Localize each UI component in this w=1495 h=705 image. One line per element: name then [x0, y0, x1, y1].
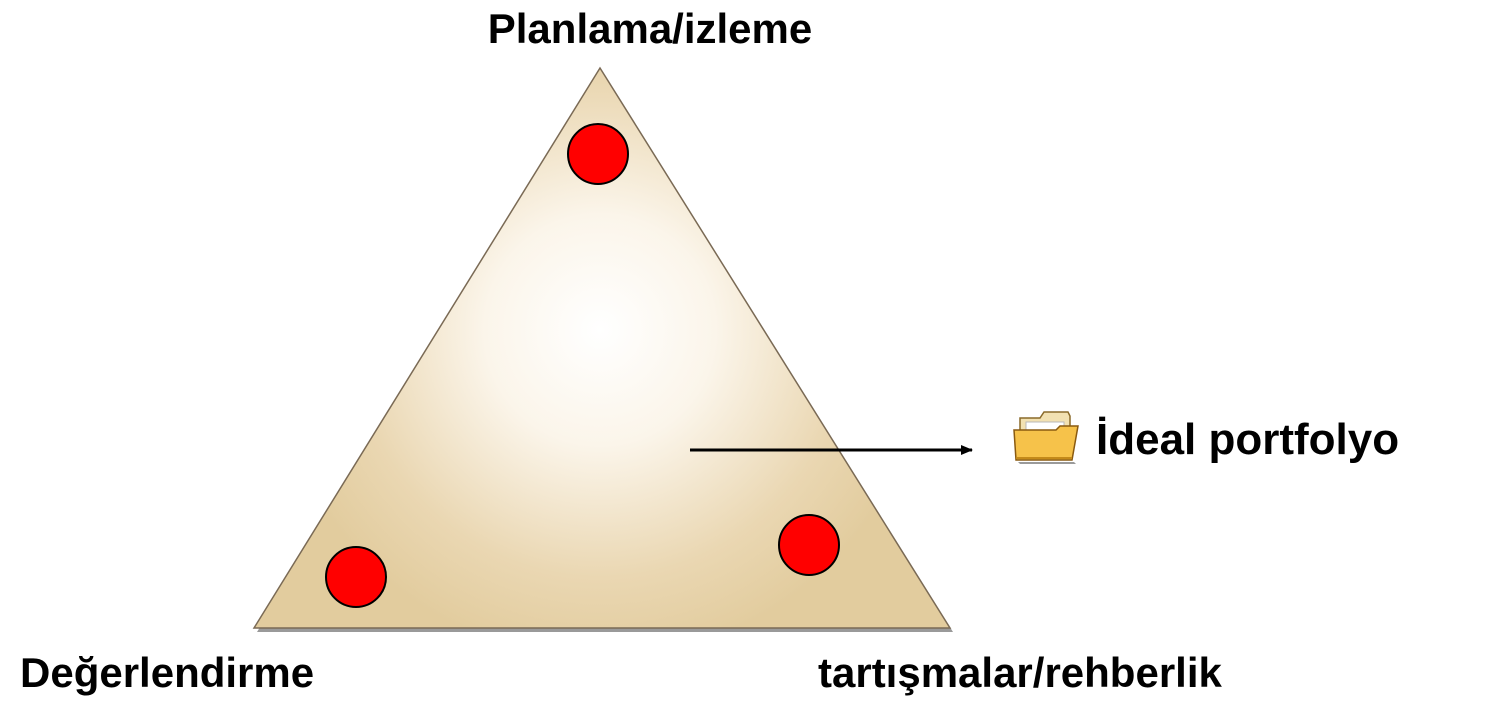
node-bottom-left	[325, 546, 387, 608]
vertex-label-top: Planlama/izleme	[487, 5, 813, 52]
folder-icon	[1010, 408, 1082, 471]
node-bottom-right	[778, 514, 840, 576]
center-label: İdeal portfolyo	[1096, 414, 1400, 464]
node-top	[567, 123, 629, 185]
vertex-label-bottom-left: Değerlendirme	[20, 649, 315, 696]
center-label-group: İdeal portfolyo	[1010, 408, 1399, 471]
vertex-label-bottom-right: tartışmalar/rehberlik	[818, 649, 1222, 696]
triangle	[252, 66, 952, 629]
